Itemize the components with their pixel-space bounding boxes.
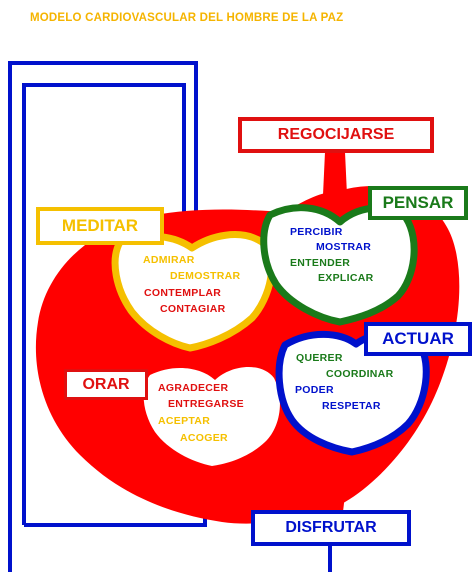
actuar-word-poder: PODER: [295, 384, 334, 396]
meditar-box: MEDITAR: [36, 207, 164, 245]
inner-blue-line: [22, 83, 186, 525]
orar-word-entregarse: ENTREGARSE: [168, 398, 244, 410]
regocijarse-box: REGOCIJARSE: [238, 117, 434, 153]
orar-chamber: [143, 366, 280, 466]
circulation-lines: [8, 61, 332, 572]
actuar-box: ACTUAR: [364, 322, 472, 356]
orar-word-agradecer: AGRADECER: [158, 382, 229, 394]
pensar-chamber: [260, 204, 418, 326]
pensar-box: PENSAR: [368, 186, 468, 220]
pensar-word-explicar: EXPLICAR: [318, 272, 374, 284]
actuar-word-querer: QUERER: [296, 352, 343, 364]
diagram-title: MODELO CARDIOVASCULAR DEL HOMBRE DE LA P…: [30, 12, 344, 24]
pensar-word-percibir: PERCIBIR: [290, 226, 343, 238]
meditar-chamber: [111, 231, 275, 352]
aorta-top: [323, 152, 347, 195]
actuar-word-coordinar: COORDINAR: [326, 368, 394, 380]
pensar-word-entender: ENTENDER: [290, 257, 351, 269]
meditar-word-demostrar: DEMOSTRAR: [170, 270, 241, 282]
disfrutar-box: DISFRUTAR: [251, 510, 411, 546]
actuar-chamber: [275, 330, 430, 456]
meditar-word-contemplar: CONTEMPLAR: [144, 287, 222, 299]
orar-box: ORAR: [64, 369, 148, 400]
actuar-word-respetar: RESPETAR: [322, 400, 381, 412]
outer-blue-line: [8, 61, 198, 572]
orar-word-acoger: ACOGER: [180, 432, 228, 444]
orar-word-aceptar: ACEPTAR: [158, 415, 211, 427]
pensar-word-mostrar: MOSTRAR: [316, 241, 372, 253]
meditar-word-admirar: ADMIRAR: [143, 254, 195, 266]
meditar-word-contagiar: CONTAGIAR: [160, 303, 226, 315]
